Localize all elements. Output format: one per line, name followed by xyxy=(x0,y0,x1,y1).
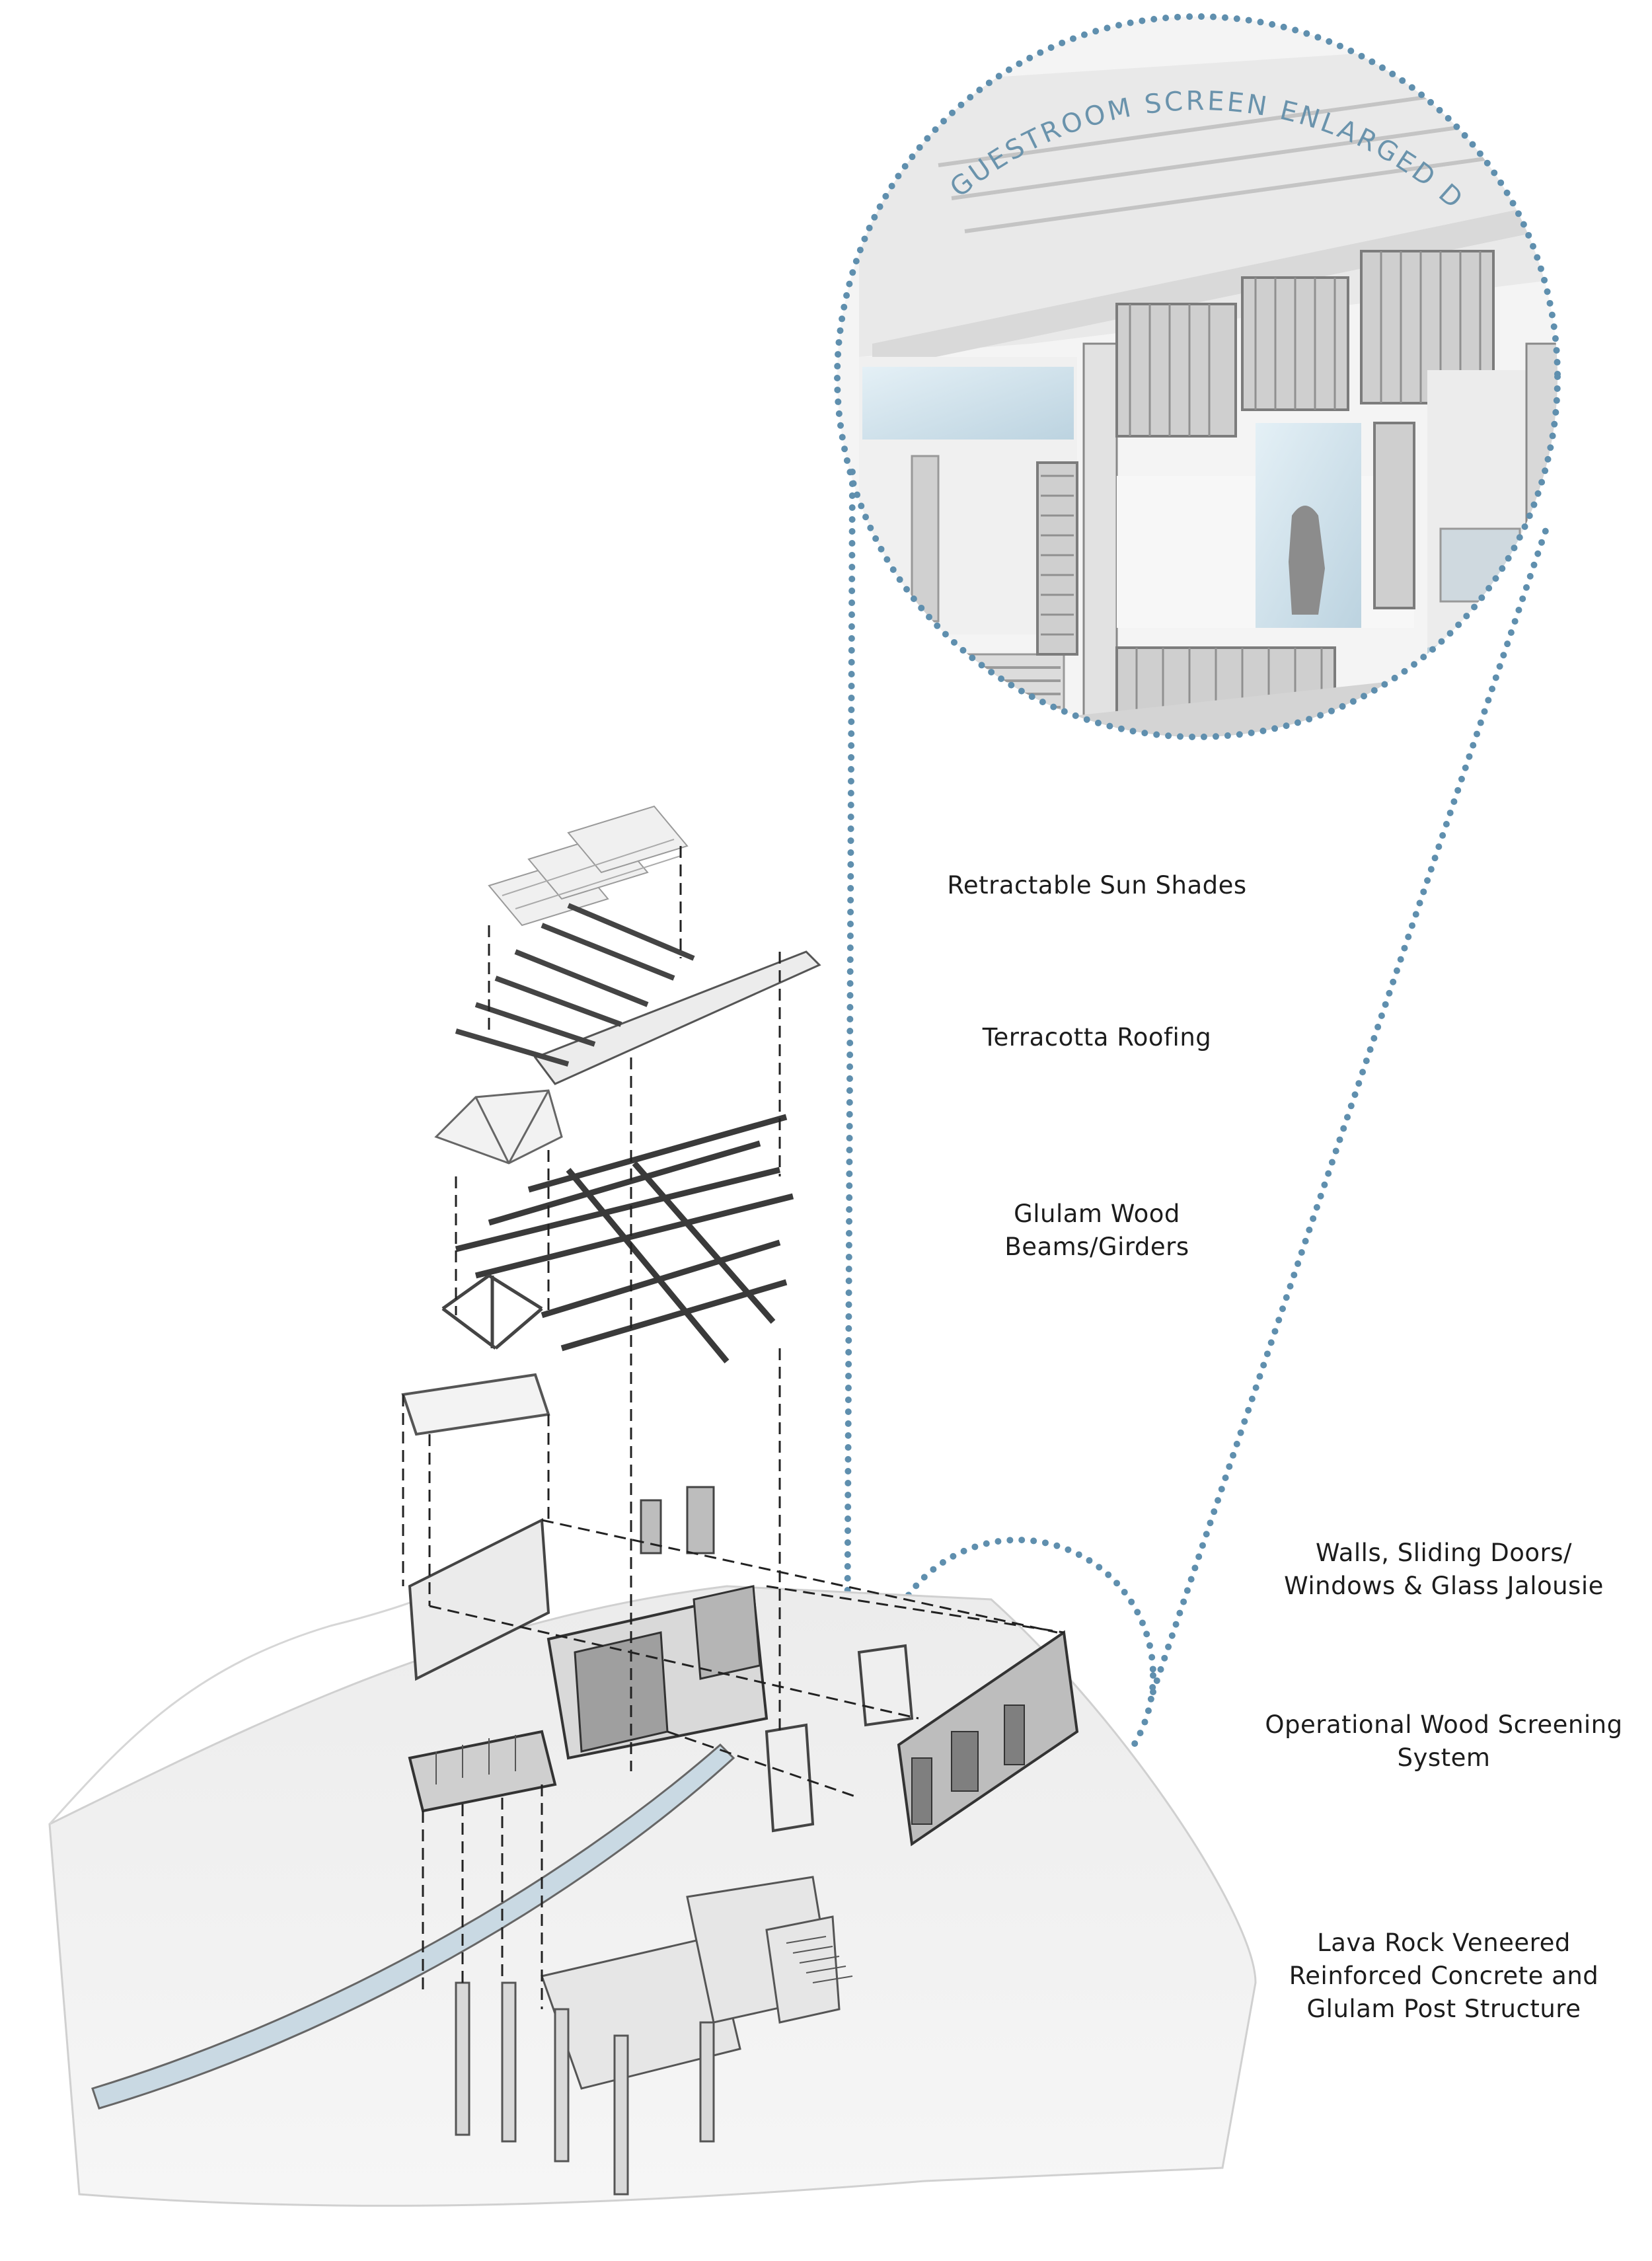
label-walls-line2: Windows & Glass Jalousie xyxy=(1284,1572,1604,1600)
label-sun-shades-text: Retractable Sun Shades xyxy=(947,871,1247,900)
label-foundation-line2: Reinforced Concrete and xyxy=(1289,1962,1599,1990)
label-beams-line2: Beams/Girders xyxy=(1004,1233,1189,1261)
label-screening-line1: Operational Wood Screening xyxy=(1265,1710,1623,1739)
label-terracotta-roofing: Terracotta Roofing xyxy=(866,1021,1328,1054)
label-screening-line2: System xyxy=(1397,1744,1491,1772)
label-sun-shades: Retractable Sun Shades xyxy=(866,869,1328,902)
axonometric-building xyxy=(48,805,1257,2207)
label-foundation-line3: Glulam Post Structure xyxy=(1306,1995,1581,2023)
label-wood-screening: Operational Wood Screening System xyxy=(1213,1708,1652,1775)
label-walls-line1: Walls, Sliding Doors/ xyxy=(1316,1539,1572,1567)
label-glulam-beams: Glulam Wood Beams/Girders xyxy=(866,1198,1328,1264)
label-roofing-text: Terracotta Roofing xyxy=(982,1023,1212,1052)
label-walls-doors: Walls, Sliding Doors/ Windows & Glass Ja… xyxy=(1213,1537,1652,1603)
label-foundation-structure: Lava Rock Veneered Reinforced Concrete a… xyxy=(1213,1927,1652,2026)
label-beams-line1: Glulam Wood xyxy=(1014,1200,1180,1228)
label-foundation-line1: Lava Rock Veneered xyxy=(1317,1929,1571,1957)
